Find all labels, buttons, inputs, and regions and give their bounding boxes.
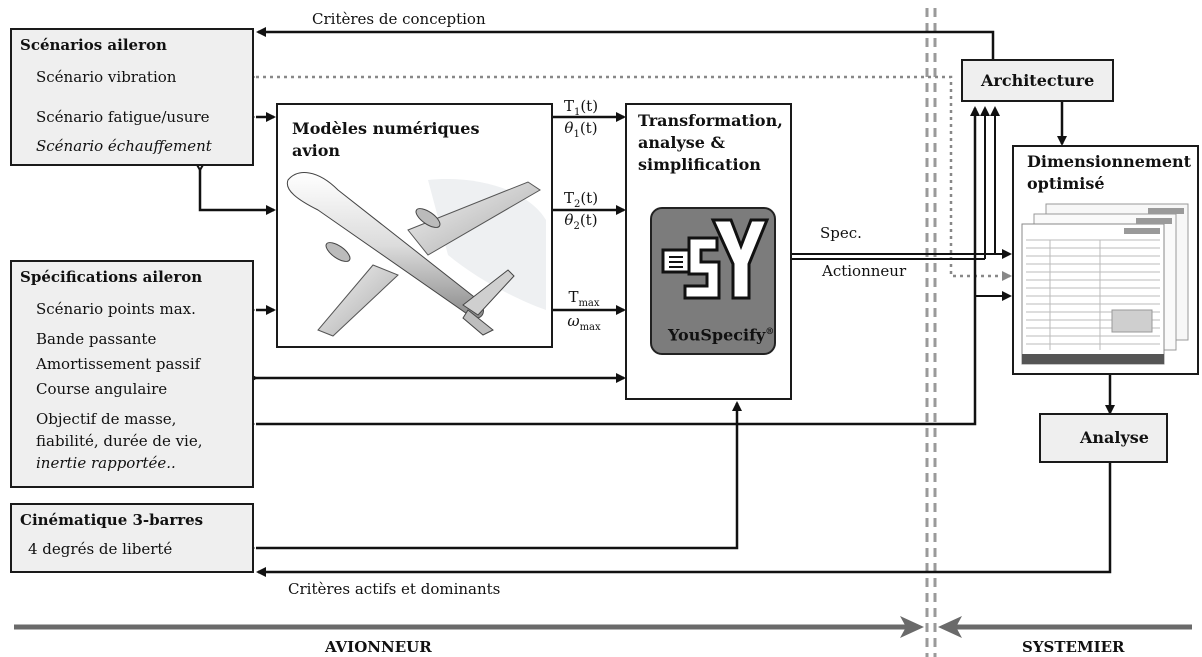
scenarios-title: Scénarios aileron	[20, 36, 167, 54]
top-feedback-label: Critères de conception	[312, 10, 486, 28]
kinematics-box	[10, 503, 254, 573]
signal-wmax: ωmax	[556, 313, 612, 336]
youspecify-wordmark-part1: You	[668, 325, 701, 345]
youspecify-wordmark: YouSpecify®	[668, 323, 774, 344]
signal-theta2-sub: 2	[573, 221, 580, 232]
signal-theta1-sub: 1	[573, 129, 580, 140]
signal-t1: T1(t)	[556, 98, 606, 121]
signal-t2: T2(t)	[556, 190, 606, 213]
scenario-item-fatigue: Scénario fatigue/usure	[36, 108, 210, 126]
scenario-item-heating: Scénario échauffement	[36, 137, 212, 155]
timeline-left-arrow-icon	[900, 616, 924, 638]
signal-tmax-sub: max	[578, 298, 600, 309]
left-party-label: AVIONNEUR	[325, 638, 432, 656]
spec-item-bandwidth: Bande passante	[36, 330, 157, 348]
sizing-title-line1: Dimensionnement	[1027, 152, 1192, 171]
signal-wmax-symbol: ω	[567, 312, 580, 330]
bottom-feedback-label: Critères actifs et dominants	[288, 580, 501, 598]
heating-arrow	[198, 167, 276, 215]
signal-t2-sub: 2	[573, 199, 581, 210]
sizing-title-line2: optimisé	[1027, 174, 1105, 193]
spec-actuator-line1: Spec.	[820, 224, 862, 242]
tail-fin-shape	[462, 309, 494, 336]
architecture-label: Architecture	[981, 71, 1095, 90]
signal-tmax: Tmax	[556, 289, 612, 312]
tail-shape	[462, 269, 515, 316]
bottom-feedback-arrow	[256, 463, 1112, 577]
kinematics-arrow	[256, 401, 742, 550]
youspecify-registered-mark: ®	[765, 327, 775, 337]
signal-t2-arg: (t)	[580, 189, 599, 207]
spec-item-reliability: fiabilité, durée de vie,	[36, 432, 203, 450]
spec-item-mass: Objectif de masse,	[36, 410, 177, 428]
signal-theta2-arg: (t)	[579, 211, 598, 229]
analysis-box	[1039, 413, 1168, 463]
signal-t1-symbol: T	[563, 97, 574, 115]
architecture-box	[961, 59, 1114, 102]
engine-1-shape	[325, 242, 351, 262]
right-party-label: SYSTEMIER	[1022, 638, 1125, 656]
signal-t1-arg: (t)	[580, 97, 599, 115]
fuselage-shape	[286, 172, 484, 319]
signal-theta1-arg: (t)	[579, 119, 598, 137]
analysis-label: Analyse	[1080, 428, 1149, 447]
kinematics-title: Cinématique 3-barres	[20, 511, 204, 529]
signal-wmax-sub: max	[579, 322, 601, 333]
signal-theta1-symbol: θ	[564, 119, 574, 137]
models-title-line2: avion	[292, 141, 341, 160]
spec-item-damping: Amortissement passif	[36, 355, 201, 373]
signal-theta1: θ1(t)	[556, 120, 606, 143]
datasheet-stack-image	[1021, 203, 1189, 365]
spec-item-inertia: inertie rapportée..	[36, 454, 176, 472]
youspecify-wordmark-part2: Specify	[700, 325, 766, 345]
spec-actuator-line2: Actionneur	[822, 262, 907, 280]
transformation-title-line1: Transformation,	[638, 111, 783, 130]
specifications-box	[10, 260, 254, 488]
mass-objective-arrow	[256, 106, 980, 426]
signal-theta2: θ2(t)	[556, 212, 606, 235]
signal-t2-symbol: T	[563, 189, 574, 207]
signal-theta2-symbol: θ	[564, 211, 574, 229]
signal-t1-sub: 1	[573, 107, 581, 118]
top-feedback-arrow	[256, 27, 995, 60]
youspecify-logo-icon	[661, 218, 770, 300]
airplane-illustration	[286, 172, 546, 337]
right-wing-shape	[407, 181, 541, 256]
scenario-item-vibration: Scénario vibration	[36, 68, 177, 86]
scenarios-box	[10, 28, 254, 166]
signal-tmax-symbol: T	[568, 288, 579, 306]
specifications-title: Spécifications aileron	[20, 268, 203, 286]
transformation-title-line2: analyse &	[638, 133, 725, 152]
transformation-title-line3: simplification	[638, 155, 761, 174]
spec-item-points-max: Scénario points max.	[36, 300, 196, 318]
timeline-right-arrow-icon	[938, 616, 962, 638]
left-wing-shape	[317, 264, 399, 337]
spec-item-stroke: Course angulaire	[36, 380, 168, 398]
models-title-line1: Modèles numériques	[292, 119, 480, 138]
engine-2-shape	[415, 208, 441, 228]
kinematics-item: 4 degrés de liberté	[28, 540, 173, 558]
